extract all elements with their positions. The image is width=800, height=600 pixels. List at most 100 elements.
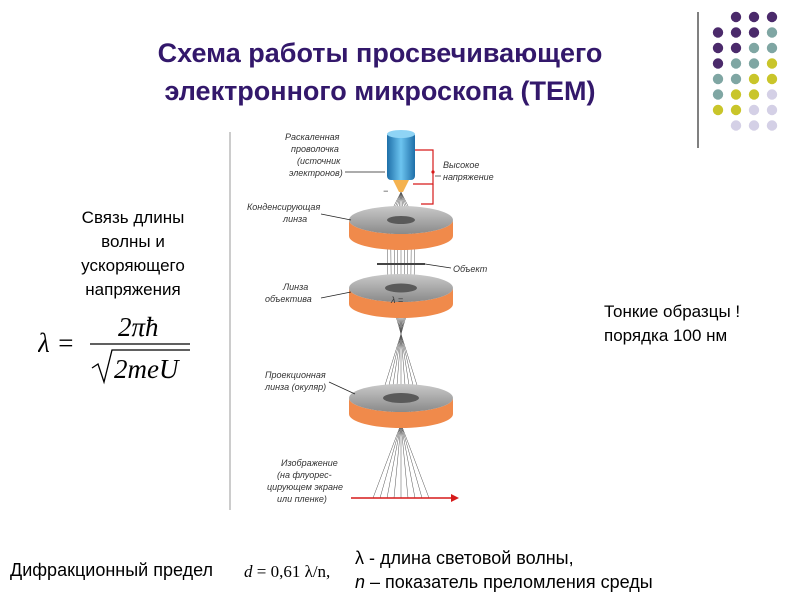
decorative-dot: [766, 89, 778, 100]
objective-label-2: объектива: [265, 294, 312, 304]
object-label: Объект: [453, 264, 488, 274]
voltage-wire: [413, 149, 434, 185]
note-line-1: Тонкие образцы !: [604, 302, 741, 321]
page-title: Схема работы просвечивающего электронног…: [70, 34, 690, 110]
voltage-label-2: напряжение: [443, 172, 494, 182]
decorative-dot: [730, 73, 742, 85]
title-line-2: электронного микроскопа (ТЕМ): [164, 76, 596, 106]
sqrt-sign: [91, 349, 190, 385]
objective-label: Линза объектива: [265, 282, 312, 304]
image-label: Изображение (на флуорес- цирующем экране…: [267, 458, 346, 504]
decorative-dot: [766, 58, 778, 69]
decorative-dot: [766, 73, 778, 85]
voltage-node: [431, 170, 435, 174]
beam-ray: [372, 423, 402, 499]
object-leader: [424, 263, 452, 269]
diffraction-formula-text: d = 0,61 λ/n,: [244, 562, 330, 581]
decorative-dot: [730, 11, 742, 23]
condenser-leader: [320, 213, 352, 221]
decorative-dot: [730, 89, 742, 100]
decorative-dot-grid: [712, 11, 778, 131]
decorative-divider: [697, 12, 699, 148]
caption-line-4: напряжения: [85, 280, 181, 299]
decorative-dot: [766, 11, 778, 23]
decorative-dot: [766, 120, 778, 131]
decorative-dot: [766, 104, 778, 116]
beam-ray: [393, 423, 402, 499]
formula-numerator: 2πħ: [118, 312, 159, 342]
projection-label-2: линза (окуляр): [264, 382, 326, 392]
decorative-dot: [712, 42, 724, 54]
legend-n: n: [355, 572, 366, 592]
filament-icon: [387, 132, 415, 180]
projection-label: Проекционная линза (окуляр): [264, 370, 328, 392]
decorative-dot: [712, 27, 724, 38]
formula-legend: λ - длина световой волны, n – показатель…: [355, 546, 653, 594]
image-label-3: цирующем экране: [267, 482, 343, 492]
note-line-2: порядка 100 нм: [604, 326, 728, 345]
beam-ray: [400, 423, 430, 499]
caption-line-1: Связь длины: [81, 208, 185, 227]
beam-ray: [400, 423, 409, 499]
voltage-wire-2: [421, 184, 434, 205]
beam-ray: [379, 423, 402, 499]
voltage-label-1: Высокое: [443, 160, 479, 170]
condenser-lens: [349, 206, 453, 250]
image-label-1: Изображение: [281, 458, 338, 468]
decorative-dot: [712, 89, 724, 100]
tem-diagram: − + + Раскаленная проволочка (источник: [229, 130, 494, 510]
formula-lhs: λ =: [38, 328, 75, 358]
condenser-label: Конденсирующая линза: [247, 202, 323, 224]
legend-line-2: n – показатель преломления среды: [355, 570, 653, 594]
decorative-dot: [730, 104, 742, 116]
lambda-mark: λ =: [390, 295, 403, 305]
decorative-dot: [712, 104, 724, 116]
decorative-dot: [766, 27, 778, 38]
filament-label-2: проволочка: [291, 144, 339, 154]
condenser-label-2: линза: [282, 214, 307, 224]
decorative-dot: [730, 42, 742, 54]
condenser-label-1: Конденсирующая: [247, 202, 320, 212]
legend-n-desc: – показатель преломления среды: [365, 572, 653, 592]
formula-d: d: [244, 562, 253, 581]
beam-ray: [386, 423, 402, 499]
decorative-dot: [730, 27, 742, 38]
beam-ray: [400, 423, 416, 499]
screen-arrow-head: [451, 494, 459, 502]
objective-label-1: Линза: [282, 282, 308, 292]
image-label-2: (на флуорес-: [277, 470, 332, 480]
filament-label-3: (источник: [297, 156, 341, 166]
formula-rest: = 0,61 λ/n,: [253, 562, 331, 581]
decorative-dot: [766, 42, 778, 54]
caption-line-2: волны и: [101, 232, 165, 251]
decorative-dot: [748, 42, 760, 54]
beam-ray: [400, 423, 423, 499]
decorative-dot: [712, 58, 724, 69]
filament-label-4: электронов): [289, 168, 343, 178]
wavelength-caption: Связь длины волны и ускоряющего напряжен…: [48, 206, 218, 302]
decorative-dot: [730, 120, 742, 131]
decorative-dot: [748, 58, 760, 69]
image-label-4: или пленке): [277, 494, 327, 504]
wavelength-formula: λ = 2πħ 2meU: [38, 312, 190, 385]
decorative-dot: [712, 73, 724, 85]
decorative-dot: [730, 58, 742, 69]
filament-minus: −: [383, 186, 388, 196]
caption-line-3: ускоряющего: [81, 256, 185, 275]
objective-lens: [349, 274, 453, 318]
projection-label-1: Проекционная: [265, 370, 326, 380]
decorative-dot: [748, 104, 760, 116]
filament-top: [387, 130, 415, 138]
decorative-dot: [748, 120, 760, 131]
filament-tip: [393, 180, 409, 192]
decorative-dot: [748, 73, 760, 85]
formula-denominator: 2meU: [114, 354, 180, 384]
decorative-dot: [748, 27, 760, 38]
voltage-label: Высокое напряжение: [443, 160, 494, 182]
legend-line-1: λ - длина световой волны,: [355, 548, 574, 568]
diffraction-formula: d = 0,61 λ/n,: [244, 562, 330, 581]
decorative-dot: [748, 89, 760, 100]
filament-label-1: Раскаленная: [285, 132, 340, 142]
thin-samples-note: Тонкие образцы ! порядка 100 нм: [604, 300, 740, 348]
filament-label: Раскаленная проволочка (источник электро…: [285, 132, 343, 178]
